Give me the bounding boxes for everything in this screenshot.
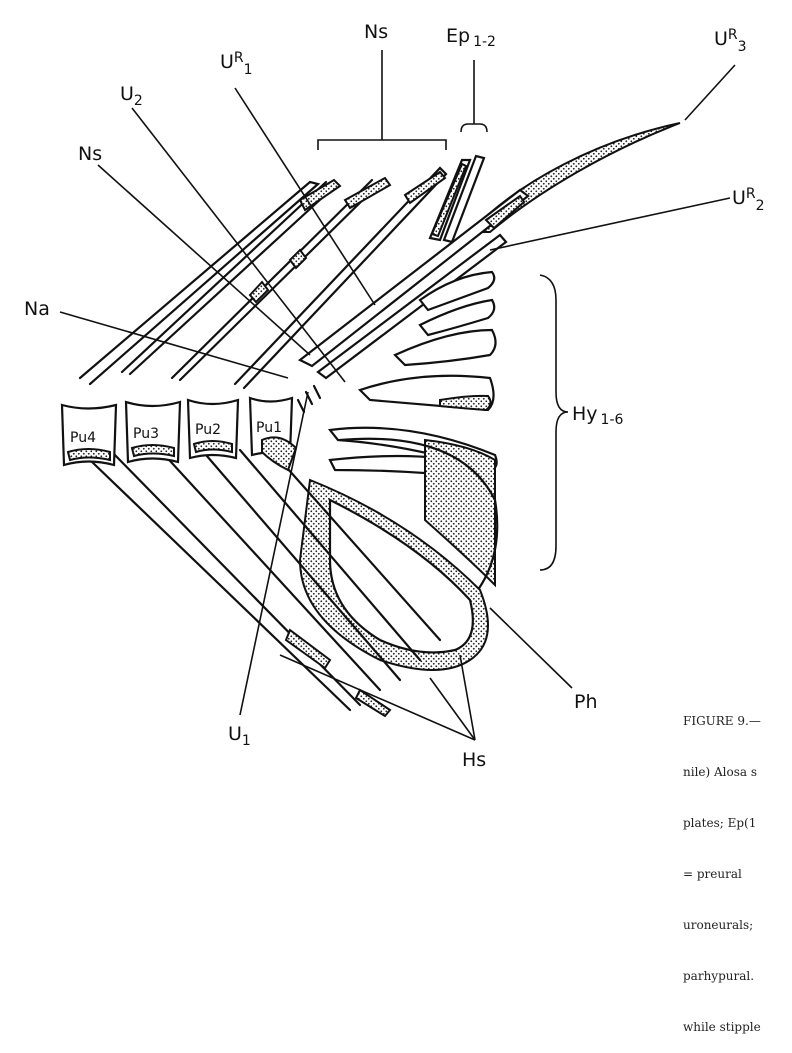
neural-spines [80,168,446,388]
caption-line: nile) Alosa s [683,764,761,781]
label-ns-left: Ns [78,143,102,165]
label-u2: U2 [120,83,143,109]
vertebra-label-pu1: Pu1 [256,420,282,436]
caption-line: = preural [683,866,761,883]
figure-caption: FIGURE 9.— nile) Alosa s plates; Ep(1 = … [683,679,761,1053]
caption-line: uroneurals; [683,917,761,934]
caudal-skeleton-diagram: Pu4 Pu3 Pu2 Pu1 [0,0,792,777]
caption-line: while stipple [683,1019,761,1036]
label-hs: Hs [462,749,486,771]
vertebrae: Pu4 Pu3 Pu2 Pu1 [62,386,320,470]
caption-line: plates; Ep(1 [683,815,761,832]
vertebra-pu3: Pu3 [126,402,180,462]
label-na: Na [24,298,50,320]
vertebra-pu1: Pu1 [250,398,296,470]
label-ur1: UR1 [220,50,253,78]
caption-line: FIGURE 9.— [683,713,761,730]
label-u1: U1 [228,723,251,749]
vertebra-pu2: Pu2 [188,400,238,458]
label-ur2: UR2 [732,186,765,214]
label-ph: Ph [574,691,598,713]
vertebra-pu4: Pu4 [62,405,116,465]
vertebra-label-pu3: Pu3 [133,426,159,442]
label-ns-top: Ns [364,21,388,43]
vertebra-label-pu4: Pu4 [70,430,96,446]
caption-line: parhypural. [683,968,761,985]
vertebra-label-pu2: Pu2 [195,422,221,438]
label-ur3: UR3 [714,27,747,55]
